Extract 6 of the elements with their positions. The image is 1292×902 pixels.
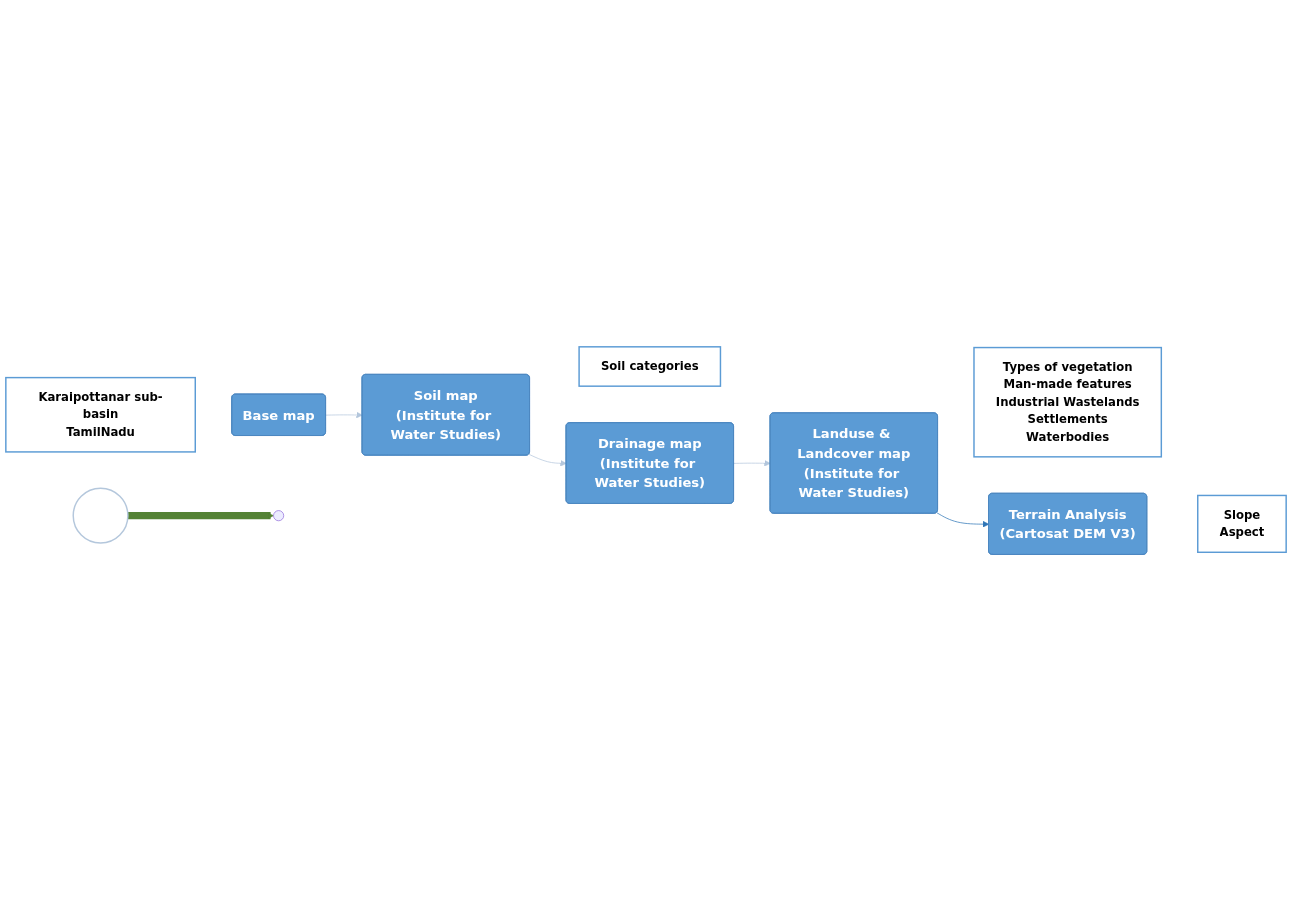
- node-box: Slope Aspect: [1197, 495, 1287, 554]
- arrow: [127, 512, 274, 520]
- node-box: Soil categories: [578, 346, 722, 388]
- node-box: Karaipottanar sub-basin TamilNadu: [5, 377, 196, 453]
- node-box: Types of vegetation Man-made features Industrial Wastelands Settlements Waterbodies: [973, 347, 1163, 458]
- node-circle: [72, 487, 129, 545]
